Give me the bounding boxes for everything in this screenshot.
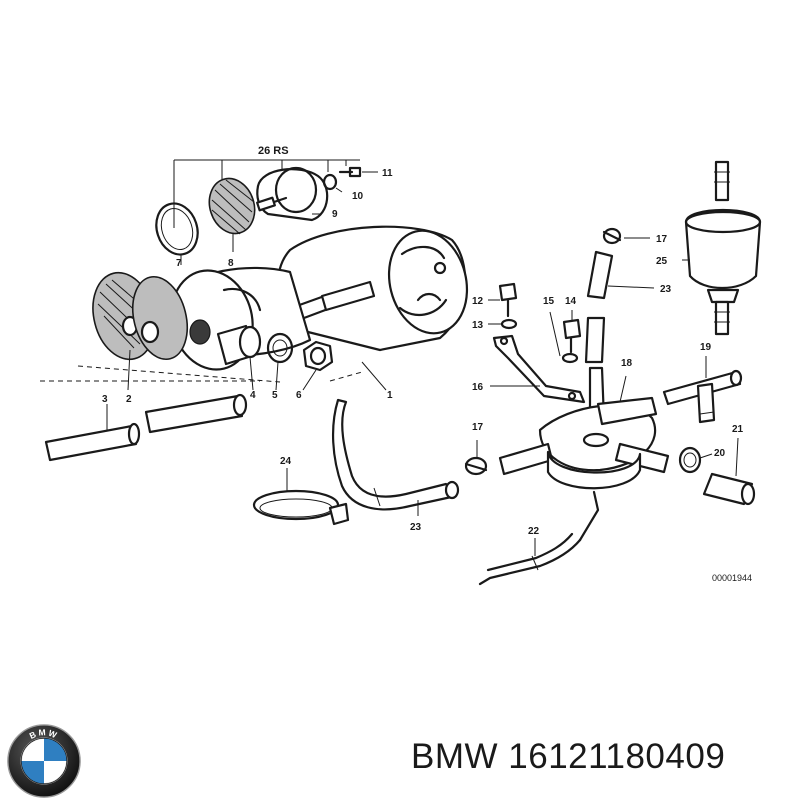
callout-9: 9 xyxy=(332,209,338,220)
part-washer-13 xyxy=(488,318,518,330)
callout-21: 21 xyxy=(732,424,744,435)
part-strainer xyxy=(208,177,256,252)
callout-3: 3 xyxy=(102,394,108,405)
part-hose-22 xyxy=(478,532,582,586)
callout-12: 12 xyxy=(472,296,484,307)
part-hose-23-upper xyxy=(584,250,655,364)
part-bolt-12 xyxy=(488,282,518,318)
callout-23-top: 23 xyxy=(660,284,672,295)
part-hose-21 xyxy=(702,437,756,506)
callout-labels: 26 RS 11 10 9 7 8 17 25 23 12 15 14 13 1… xyxy=(102,145,752,583)
part-clip-20 xyxy=(678,446,713,474)
callout-16: 16 xyxy=(472,382,484,393)
part-bolt-14 xyxy=(549,310,582,364)
part-o-ring xyxy=(155,202,199,265)
callout-15: 15 xyxy=(543,296,555,307)
callout-5: 5 xyxy=(272,390,278,401)
part-nipple xyxy=(216,324,262,391)
group-bracket-26rs xyxy=(173,159,360,228)
callout-13: 13 xyxy=(472,320,484,331)
callout-2: 2 xyxy=(126,394,132,405)
part-clip-17-bottom xyxy=(464,440,488,476)
part-hose-clamp xyxy=(252,468,350,526)
callout-25: 25 xyxy=(656,256,668,267)
part-washer xyxy=(266,332,294,391)
svg-text:BMW: BMW xyxy=(28,727,60,741)
part-hose-3 xyxy=(44,393,248,462)
callout-10: 10 xyxy=(352,191,364,202)
callout-7: 7 xyxy=(176,258,182,269)
bmw-logo: BMW xyxy=(7,724,81,798)
callout-26rs: 26 RS xyxy=(258,145,289,157)
callout-6: 6 xyxy=(296,390,302,401)
callout-22: 22 xyxy=(528,526,540,537)
part-distributor xyxy=(498,366,670,542)
part-clip-17-top xyxy=(602,227,650,245)
part-nut xyxy=(302,340,334,391)
part-t-piece xyxy=(662,356,743,424)
part-filter-sleeve xyxy=(92,271,188,361)
part-number-caption: BMW 16121180409 xyxy=(411,737,726,776)
callout-23-bottom: 23 xyxy=(410,522,422,533)
callout-14: 14 xyxy=(565,296,577,307)
logo-text: BMW xyxy=(28,727,58,741)
part-fuel-pump xyxy=(163,225,469,371)
part-end-cover xyxy=(256,166,329,222)
drawing-code: 00001944 xyxy=(712,573,752,583)
part-bracket xyxy=(490,334,586,404)
callout-24: 24 xyxy=(280,456,292,467)
callout-1: 1 xyxy=(387,390,393,401)
callout-18: 18 xyxy=(621,358,633,369)
part-hose-23-lower xyxy=(331,398,460,516)
reference-dashed-line xyxy=(40,365,363,383)
callout-17-top: 17 xyxy=(656,234,668,245)
callout-17-bottom: 17 xyxy=(472,422,484,433)
part-screw xyxy=(338,166,378,178)
callout-20: 20 xyxy=(714,448,726,459)
callout-19: 19 xyxy=(700,342,712,353)
callout-11: 11 xyxy=(382,168,393,179)
callout-4: 4 xyxy=(250,390,256,401)
callout-8: 8 xyxy=(228,258,234,269)
part-small-ring xyxy=(322,173,343,193)
part-fuel-filter xyxy=(682,160,762,336)
leader-1 xyxy=(361,361,387,391)
